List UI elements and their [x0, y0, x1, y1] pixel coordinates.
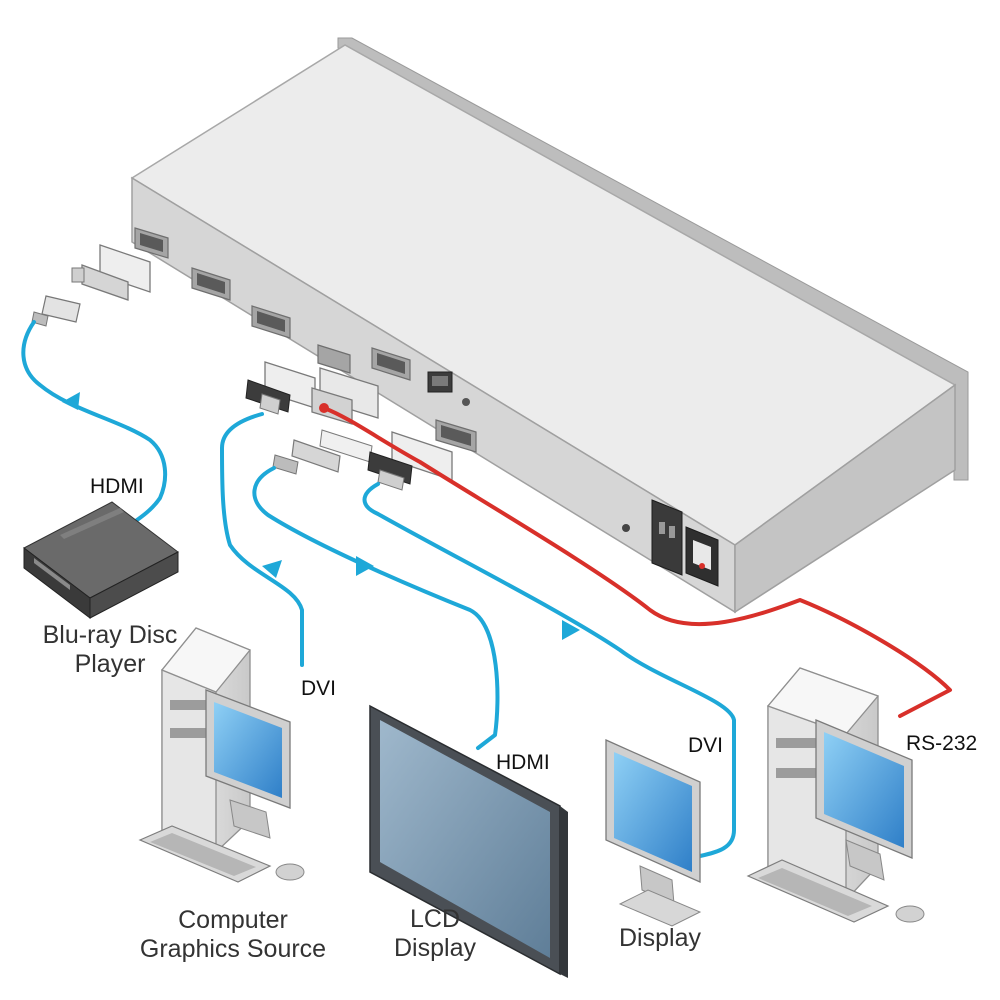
power-socket	[651, 499, 683, 576]
port-dvi-out	[435, 419, 477, 453]
caption-computer-line1: Computer	[178, 906, 288, 934]
lcd-display-device	[369, 704, 568, 978]
label-cable-hdmi-input: HDMI	[90, 475, 144, 498]
caption-lcd-line1: LCD	[409, 905, 460, 933]
display-device	[605, 738, 702, 927]
caption-computer-line2: Graphics Source	[139, 935, 327, 963]
arrow-dvi-input	[262, 560, 282, 578]
arrow-dvi-output	[562, 620, 580, 640]
flow-arrows	[62, 392, 580, 640]
caption-lcd-line2: Display	[394, 934, 476, 962]
label-cable-dvi-output: DVI	[688, 734, 724, 757]
caption-bluray-line2: Player	[74, 650, 146, 678]
port-dvi-4	[317, 344, 351, 374]
arrow-hdmi-input	[62, 392, 80, 410]
connector-dvi-display	[367, 431, 453, 491]
cable-dvi-output	[362, 482, 736, 858]
arrow-hdmi-output	[356, 556, 374, 576]
control-pc-device	[746, 667, 925, 923]
caption-bluray-line1: Blu-ray Disc	[42, 621, 178, 649]
reset-button	[462, 398, 470, 406]
power-switch	[685, 526, 719, 587]
caption-bluray-player: Blu-ray Disc Player	[20, 621, 200, 679]
caption-display: Display	[600, 924, 720, 953]
port-rs232	[371, 347, 411, 381]
computer-source-device	[138, 627, 305, 883]
caption-display-line1: Display	[619, 924, 701, 952]
cable-hdmi-output	[252, 466, 500, 750]
cable-hdmi-input	[21, 320, 168, 527]
connector-dvi-input	[31, 244, 151, 327]
port-dvi-1	[134, 227, 169, 259]
caption-lcd-display: LCD Display	[370, 905, 500, 963]
bluray-player-device	[23, 501, 179, 620]
label-cable-dvi-input: DVI	[301, 677, 337, 700]
caption-computer-source: Computer Graphics Source	[118, 906, 348, 964]
port-dvi-3	[251, 305, 291, 339]
port-ethernet	[427, 371, 453, 393]
cable-dvi-input	[220, 412, 304, 667]
port-dvi-2	[191, 267, 231, 301]
connector-hdmi-output	[272, 429, 373, 475]
label-cable-hdmi-output: HDMI	[496, 751, 550, 774]
cable-rs232	[322, 406, 952, 718]
connector-dvi-computer	[245, 361, 316, 415]
label-cable-rs232: RS-232	[906, 732, 978, 755]
switcher-unit	[130, 37, 969, 614]
